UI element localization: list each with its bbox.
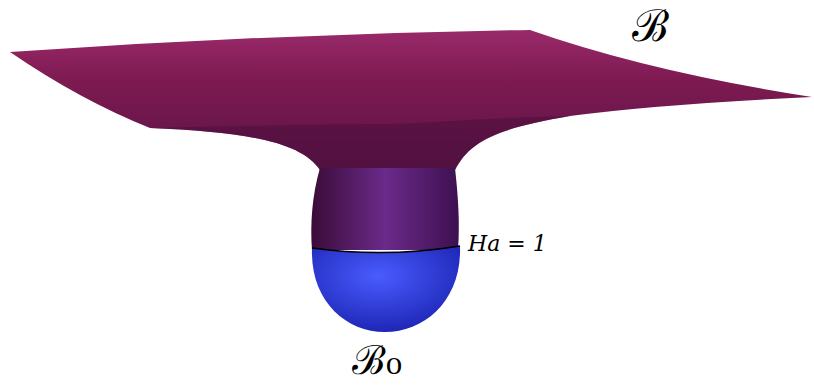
funnel-neck — [311, 168, 459, 250]
cap-label: ℬ₀ — [352, 338, 402, 382]
surface-label: ℬ — [632, 2, 669, 50]
fold-shade — [150, 116, 570, 170]
blue-cap — [312, 246, 460, 332]
boundary-line — [312, 246, 460, 253]
boundary-label: Ha = 1 — [468, 232, 547, 256]
sheet-surface — [10, 30, 812, 170]
